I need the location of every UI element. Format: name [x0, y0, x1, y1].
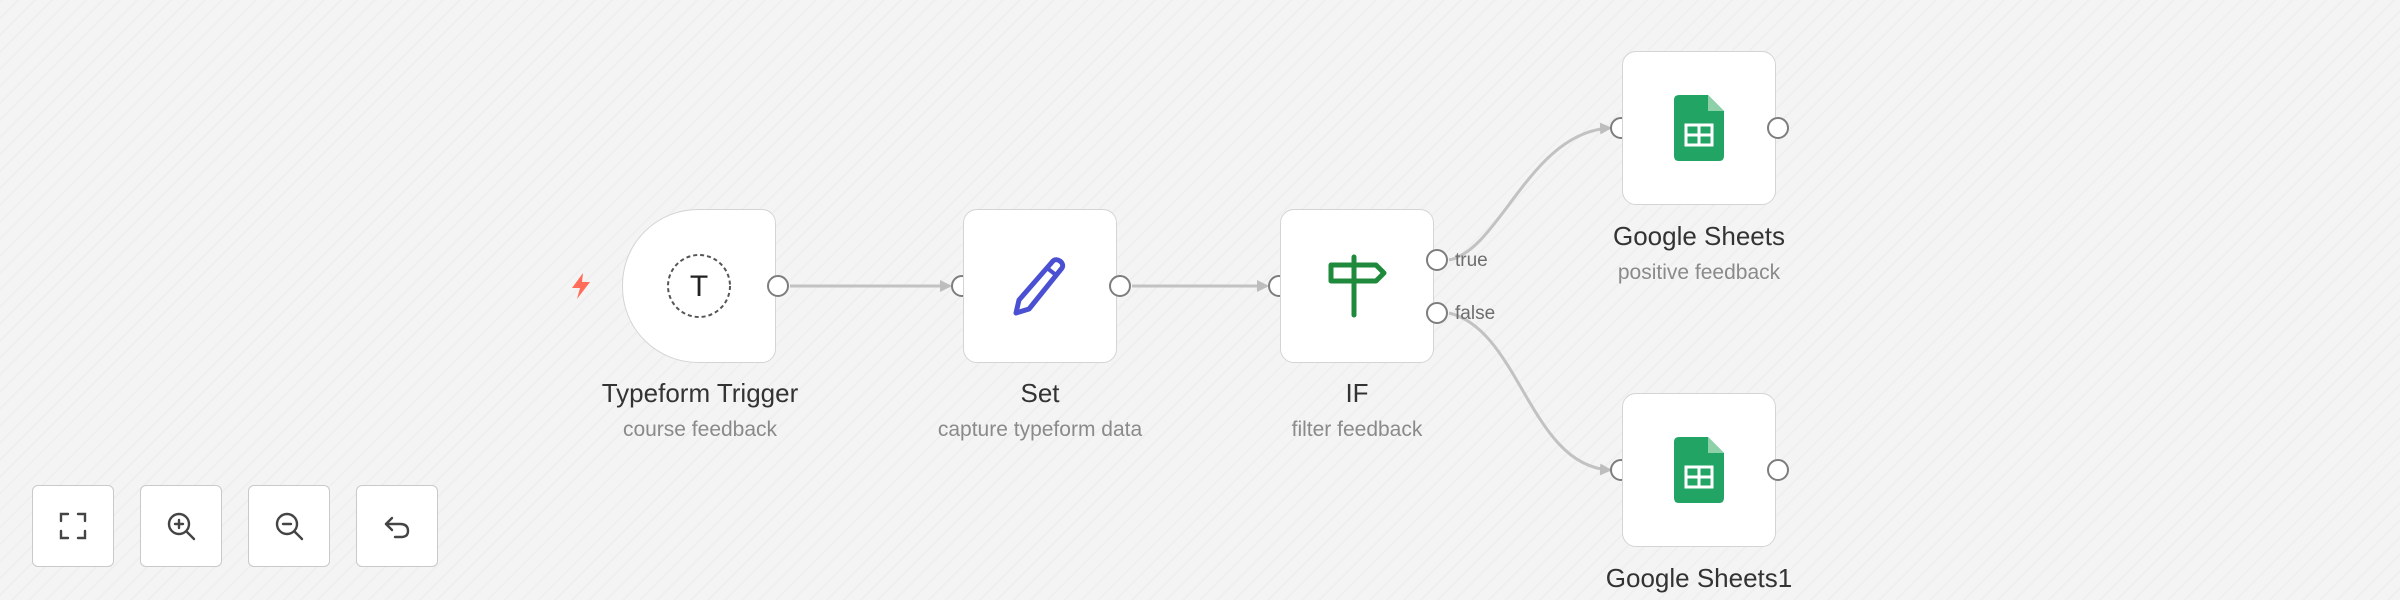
sheets-output-handle[interactable]: [1767, 117, 1789, 139]
undo-icon: [381, 510, 413, 542]
fit-view-button[interactable]: [32, 485, 114, 567]
pencil-icon: [1007, 253, 1073, 319]
if-true-label: true: [1455, 250, 1488, 271]
typeform-node-subtitle: course feedback: [622, 418, 778, 441]
if-true-output-handle[interactable]: [1426, 249, 1448, 271]
connection-if-true-to-sheets[interactable]: [1448, 122, 1612, 262]
zoom-in-button[interactable]: [140, 485, 222, 567]
zoom-out-icon: [273, 510, 305, 542]
google-sheets-icon: [1674, 437, 1724, 503]
signpost-icon: [1324, 253, 1390, 319]
set-node-title: Set: [1020, 378, 1060, 408]
trigger-bolt-icon: [568, 272, 594, 300]
sheets1-node-title: Google Sheets1: [1605, 563, 1793, 593]
connection-if-false-to-sheets1[interactable]: [1448, 311, 1612, 476]
sheets1-output-handle[interactable]: [1767, 459, 1789, 481]
fullscreen-icon: [58, 511, 88, 541]
sheets-node-subtitle: positive feedback: [1617, 261, 1781, 284]
typeform-node-title: Typeform Trigger: [601, 378, 799, 408]
if-false-label: false: [1455, 303, 1496, 324]
node-google-sheets1[interactable]: [1622, 393, 1776, 547]
typeform-icon: T: [665, 252, 733, 320]
zoom-in-icon: [165, 510, 197, 542]
google-sheets-icon: [1674, 95, 1724, 161]
typeform-letter: T: [690, 270, 708, 303]
sheets-node-title: Google Sheets: [1612, 221, 1785, 251]
node-google-sheets[interactable]: [1622, 51, 1776, 205]
if-node-subtitle: filter feedback: [1291, 418, 1423, 441]
typeform-output-handle[interactable]: [767, 275, 789, 297]
set-output-handle[interactable]: [1109, 275, 1131, 297]
node-if[interactable]: [1280, 209, 1434, 363]
node-typeform-trigger[interactable]: T: [622, 209, 776, 363]
zoom-out-button[interactable]: [248, 485, 330, 567]
if-false-output-handle[interactable]: [1426, 302, 1448, 324]
reset-zoom-button[interactable]: [356, 485, 438, 567]
if-node-title: IF: [1345, 378, 1369, 408]
node-set[interactable]: [963, 209, 1117, 363]
set-node-subtitle: capture typeform data: [937, 418, 1143, 441]
